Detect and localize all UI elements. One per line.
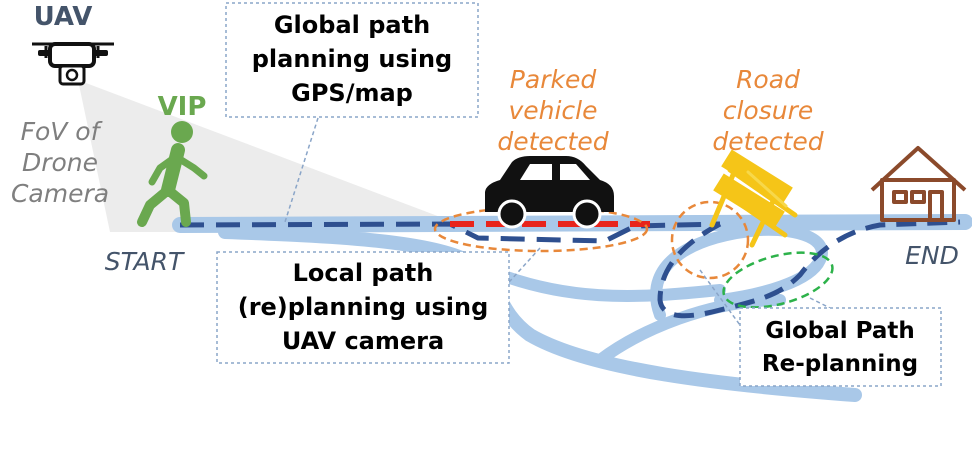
global-replan-line-2: Re-planning <box>762 351 918 377</box>
drone-icon <box>32 42 114 86</box>
parked-vehicle-line-3: detected <box>497 127 608 156</box>
closure-detection-circle <box>670 200 750 280</box>
car-icon <box>485 156 614 229</box>
fov-line-3: Camera <box>11 179 109 208</box>
walking-person-icon <box>137 121 208 227</box>
road-closure-line-1: Road <box>736 65 800 94</box>
end-label: END <box>905 241 959 270</box>
vip-label: VIP <box>158 92 207 122</box>
road-barrier-icon <box>709 149 798 248</box>
loop-road <box>650 223 828 321</box>
global-path-line-3: GPS/map <box>291 79 413 107</box>
global-path-line-2: planning using <box>252 45 452 73</box>
detour-path <box>657 219 961 319</box>
global-replan-box <box>739 307 942 387</box>
local-path-line-2: (re)planning using <box>238 293 489 321</box>
house-icon <box>870 146 967 222</box>
parked-vehicle-line-2: vehicle <box>508 96 597 125</box>
fov-line-2: Drone <box>22 148 98 177</box>
global-path-line-1: Global path <box>274 11 430 39</box>
road-closure-line-3: detected <box>712 127 823 156</box>
local-path-line-3: UAV camera <box>282 327 444 355</box>
global-replan-ellipse <box>722 251 834 309</box>
parked-vehicle-line-1: Parked <box>510 65 597 94</box>
global-path-box <box>225 2 479 118</box>
fov-line-1: FoV of <box>21 117 103 146</box>
vehicle-detection-ellipse <box>433 205 649 253</box>
road-closure-line-2: closure <box>723 96 814 125</box>
local-path-box <box>216 251 510 364</box>
global-replan-line-1: Global Path <box>765 318 915 344</box>
uav-label: UAV <box>34 2 93 32</box>
local-path-line-1: Local path <box>293 259 434 287</box>
start-label: START <box>105 247 185 276</box>
